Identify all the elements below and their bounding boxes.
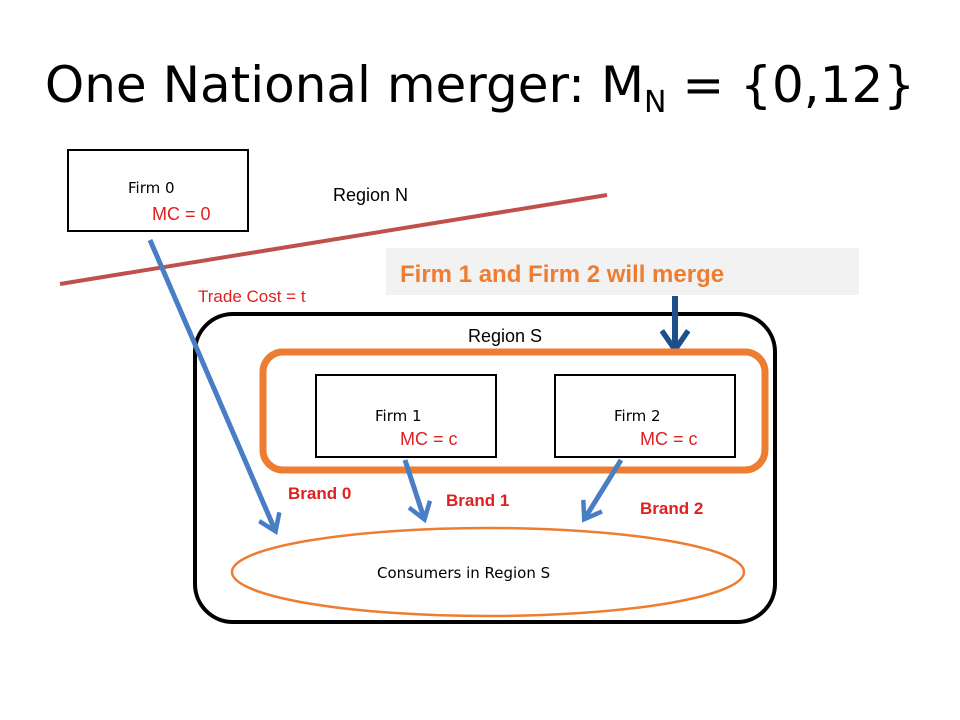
brand1-arrow bbox=[402, 459, 424, 518]
region-border-line bbox=[59, 193, 608, 286]
title-suffix: = {0,12} bbox=[666, 56, 916, 114]
firm2-mc: MC = c bbox=[640, 429, 698, 449]
trade-cost-label: Trade Cost = t bbox=[198, 287, 306, 306]
brand0-arrow bbox=[147, 239, 275, 530]
brand1-label: Brand 1 bbox=[446, 491, 509, 510]
title-main: One National merger: M bbox=[44, 56, 645, 114]
region-n-label: Region N bbox=[333, 185, 408, 205]
firm2-box bbox=[554, 374, 736, 458]
consumers-label: Consumers in Region S bbox=[377, 564, 550, 582]
region-s-label: Region S bbox=[468, 326, 542, 346]
firm1-name: Firm 1 bbox=[375, 407, 422, 425]
firm2-name: Firm 2 bbox=[614, 407, 661, 425]
consumers-ellipse bbox=[230, 526, 746, 618]
brand2-label: Brand 2 bbox=[640, 499, 703, 518]
firm0-name: Firm 0 bbox=[128, 179, 175, 197]
merge-callout-text: Firm 1 and Firm 2 will merge bbox=[400, 261, 724, 288]
brand2-arrow bbox=[585, 458, 624, 518]
slide-title: One National merger: MN = {0,12} bbox=[0, 56, 960, 118]
firm0-mc: MC = 0 bbox=[152, 204, 211, 224]
firm1-mc: MC = c bbox=[400, 429, 458, 449]
region-s-box bbox=[193, 312, 777, 624]
merger-outline bbox=[259, 348, 769, 474]
merge-callout-bg bbox=[386, 248, 859, 295]
brand0-label: Brand 0 bbox=[288, 484, 351, 503]
title-subscript: N bbox=[644, 85, 667, 120]
firm0-box bbox=[67, 149, 249, 232]
firm1-box bbox=[315, 374, 497, 458]
